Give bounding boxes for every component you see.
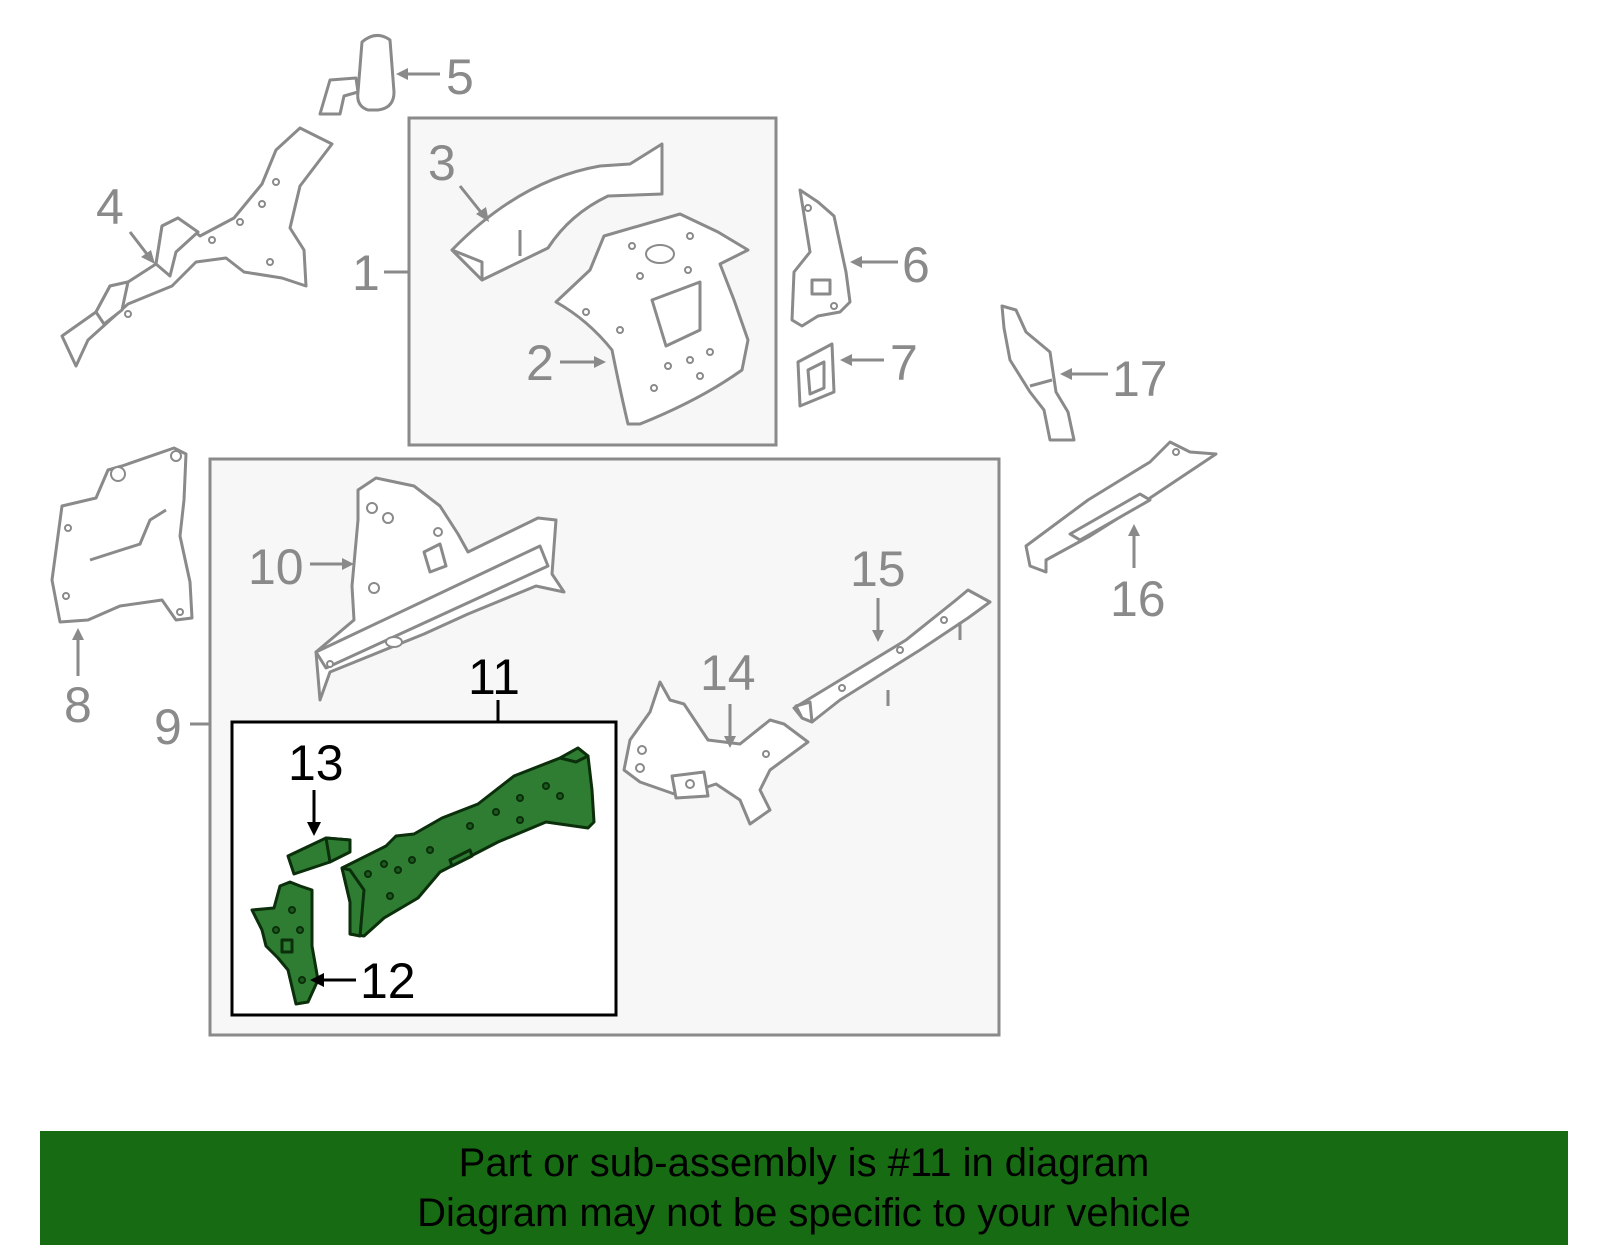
part-info-banner: Part or sub-assembly is #11 in diagram D… <box>40 1131 1568 1245</box>
arrow-4 <box>141 250 155 264</box>
part-15-shape <box>792 588 992 724</box>
callout-10: 10 <box>248 539 304 595</box>
callout-4: 4 <box>96 179 124 235</box>
callout-14: 14 <box>700 645 756 701</box>
callout-3: 3 <box>428 135 456 191</box>
callout-13: 13 <box>288 735 344 791</box>
arrow-12 <box>310 973 324 987</box>
banner-line-2: Diagram may not be specific to your vehi… <box>417 1191 1191 1235</box>
arrow-14 <box>724 736 736 748</box>
arrow-8 <box>72 628 84 640</box>
part-11-shape <box>340 746 596 938</box>
callout-15: 15 <box>850 541 906 597</box>
part-2-shape <box>554 212 750 426</box>
arrow-7 <box>840 354 852 366</box>
part-7-shape <box>796 342 836 408</box>
callout-6: 6 <box>902 237 930 293</box>
part-13-shape <box>286 836 352 876</box>
callout-5: 5 <box>446 49 474 105</box>
callout-8: 8 <box>64 677 92 733</box>
callout-16: 16 <box>1110 571 1166 627</box>
arrow-16 <box>1128 524 1140 536</box>
leader-lines <box>72 68 1140 987</box>
part-12-shape <box>250 880 320 1006</box>
callout-labels: 1 2 3 4 5 6 7 8 9 10 11 12 13 14 15 16 1… <box>64 49 1168 1009</box>
part-4-shape <box>60 126 334 368</box>
arrow-6 <box>850 256 862 268</box>
part-8-shape <box>50 446 194 624</box>
part-10-shape <box>314 476 566 702</box>
arrow-17 <box>1060 368 1072 380</box>
callout-17: 17 <box>1112 351 1168 407</box>
part-16-shape <box>1024 440 1218 574</box>
part-5-shape <box>318 34 396 116</box>
callout-12: 12 <box>360 953 416 1009</box>
callout-2: 2 <box>526 335 554 391</box>
arrow-10 <box>342 558 354 570</box>
arrow-13 <box>307 822 321 836</box>
callout-1: 1 <box>352 245 380 301</box>
part-14-shape <box>622 680 810 826</box>
arrow-5 <box>396 68 408 80</box>
arrow-2 <box>594 356 606 368</box>
callout-11: 11 <box>468 649 520 705</box>
arrow-15 <box>872 630 884 642</box>
part-6-shape <box>790 188 852 328</box>
callout-7: 7 <box>890 335 918 391</box>
part-17-shape <box>1000 304 1076 442</box>
arrow-3 <box>476 207 489 222</box>
part-3-shape <box>450 142 664 282</box>
leader-3 <box>458 185 486 217</box>
callout-9: 9 <box>154 699 182 755</box>
banner-line-1: Part or sub-assembly is #11 in diagram <box>458 1141 1150 1185</box>
